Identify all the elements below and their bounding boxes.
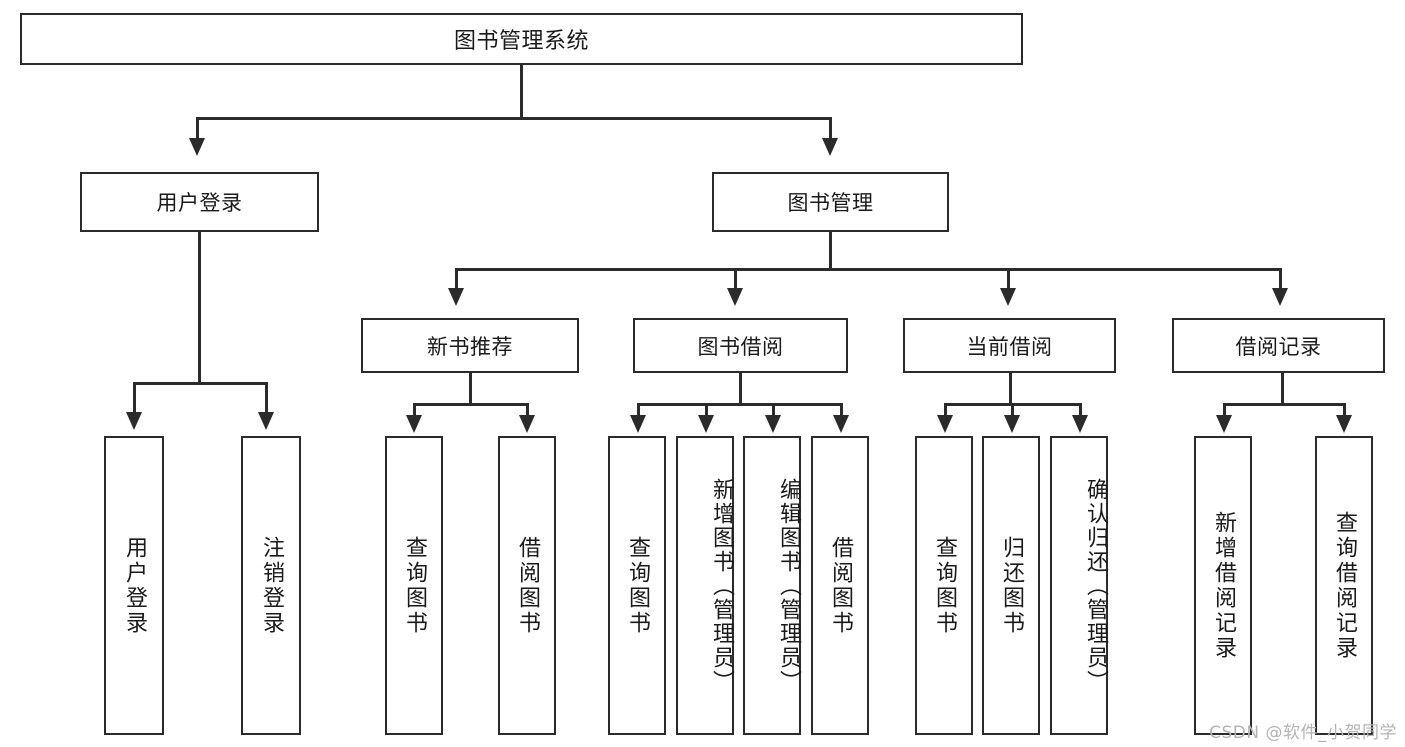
node-label: 图书借阅 (697, 334, 784, 359)
connector-drop-nb-borrow (526, 403, 529, 417)
leaf-user-login[interactable]: 用户登录 (104, 436, 164, 735)
connector-book-management-stem (829, 232, 832, 270)
node-new-book-recommend[interactable]: 新书推荐 (361, 318, 579, 373)
node-borrow-record[interactable]: 借阅记录 (1172, 318, 1385, 373)
arrowhead-bb-add (698, 415, 714, 433)
leaf-logout[interactable]: 注销登录 (241, 436, 301, 735)
node-label: 查询借阅记录 (1332, 510, 1357, 661)
connector-drop-bb-add (705, 403, 708, 417)
leaf-edit-book-admin[interactable]: 编辑图书（管理员） (743, 436, 801, 735)
node-label: 当前借阅 (966, 334, 1053, 359)
arrowhead-bb-borrow (833, 415, 849, 433)
node-label: 新书推荐 (427, 334, 513, 359)
node-root-book-management-system[interactable]: 图书管理系统 (20, 13, 1023, 65)
arrowhead-br-add (1216, 415, 1232, 433)
connector-drop-leaf-logout (265, 382, 268, 414)
arrowhead-user-login (189, 138, 205, 156)
node-label: 新增借阅记录 (1211, 510, 1236, 661)
connector-drop-cb-confirm (1079, 403, 1082, 417)
leaf-return-book[interactable]: 归还图书 (982, 436, 1040, 735)
node-label: 确认归还（管理员） (1083, 477, 1108, 694)
arrowhead-bb-edit (765, 415, 781, 433)
leaf-confirm-return-admin[interactable]: 确认归还（管理员） (1050, 436, 1108, 735)
leaf-borrow-book-new-recommend[interactable]: 借阅图书 (498, 436, 556, 735)
connector-drop-cb-return (1011, 403, 1014, 417)
arrowhead-cb-query (937, 415, 953, 433)
arrowhead-nb-borrow (519, 415, 535, 433)
arrowhead-bb-query (630, 415, 646, 433)
connector-book-borrow-bar (637, 403, 841, 406)
connector-new-book-stem (469, 373, 472, 405)
node-user-login[interactable]: 用户登录 (80, 172, 319, 232)
connector-drop-book-management (829, 117, 832, 141)
connector-drop-bb-query (637, 403, 640, 417)
connector-drop-nb-query (413, 403, 416, 417)
node-label: 用户登录 (156, 191, 243, 215)
leaf-query-book-new-recommend[interactable]: 查询图书 (385, 436, 443, 735)
node-label: 图书管理系统 (453, 29, 589, 54)
leaf-query-borrow-record[interactable]: 查询借阅记录 (1315, 436, 1373, 735)
leaf-add-book-admin[interactable]: 新增图书（管理员） (676, 436, 734, 735)
connector-drop-book-borrow (734, 268, 737, 290)
connector-borrow-record-bar (1223, 403, 1345, 406)
node-label: 查询图书 (402, 535, 427, 636)
connector-drop-current-borrow (1007, 268, 1010, 290)
node-current-borrow[interactable]: 当前借阅 (903, 318, 1116, 373)
connector-level3-bar (455, 268, 1281, 271)
arrowhead-new-book (448, 288, 464, 306)
connector-drop-leaf-user-login (133, 382, 136, 414)
arrowhead-current-borrow (1000, 288, 1016, 306)
connector-drop-cb-query (944, 403, 947, 417)
arrowhead-leaf-logout (258, 412, 274, 430)
node-label: 图书管理 (787, 191, 874, 215)
node-label: 新增图书（管理员） (709, 477, 734, 694)
arrowhead-borrow-record (1272, 288, 1288, 306)
node-label: 查询图书 (625, 535, 650, 636)
leaf-query-book-borrow[interactable]: 查询图书 (608, 436, 666, 735)
connector-user-login-stem (198, 232, 201, 384)
arrowhead-leaf-user-login (126, 412, 142, 430)
node-label: 借阅记录 (1235, 334, 1322, 359)
leaf-borrow-book[interactable]: 借阅图书 (811, 436, 869, 735)
connector-current-borrow-stem (1009, 373, 1012, 405)
connector-drop-borrow-record (1279, 268, 1282, 290)
connector-book-borrow-stem (739, 373, 742, 405)
arrowhead-cb-confirm (1072, 415, 1088, 433)
arrowhead-nb-query (406, 415, 422, 433)
connector-root-stem (520, 65, 523, 119)
connector-drop-br-add (1223, 403, 1226, 417)
node-label: 归还图书 (999, 535, 1024, 636)
connector-drop-bb-borrow (840, 403, 843, 417)
connector-drop-new-book (455, 268, 458, 290)
node-book-management[interactable]: 图书管理 (712, 172, 949, 232)
leaf-add-borrow-record[interactable]: 新增借阅记录 (1194, 436, 1252, 735)
arrowhead-br-query (1336, 415, 1352, 433)
node-label: 用户登录 (122, 535, 147, 636)
connector-drop-bb-edit (772, 403, 775, 417)
connector-borrow-record-stem (1281, 373, 1284, 405)
arrowhead-book-borrow (727, 288, 743, 306)
connector-level2-bar (196, 117, 832, 120)
node-label: 借阅图书 (828, 535, 853, 636)
arrowhead-cb-return (1004, 415, 1020, 433)
node-label: 注销登录 (259, 535, 284, 636)
node-book-borrow[interactable]: 图书借阅 (633, 318, 848, 373)
connector-drop-br-query (1343, 403, 1346, 417)
connector-new-book-bar (413, 403, 528, 406)
arrowhead-book-management (822, 138, 838, 156)
connector-user-login-bar (133, 382, 265, 385)
watermark: CSDN @软件_小贺同学 (1209, 723, 1397, 743)
node-label: 借阅图书 (515, 535, 540, 636)
node-label: 查询图书 (932, 535, 957, 636)
leaf-query-book-current[interactable]: 查询图书 (915, 436, 973, 735)
connector-drop-user-login (196, 117, 199, 141)
node-label: 编辑图书（管理员） (776, 477, 801, 694)
